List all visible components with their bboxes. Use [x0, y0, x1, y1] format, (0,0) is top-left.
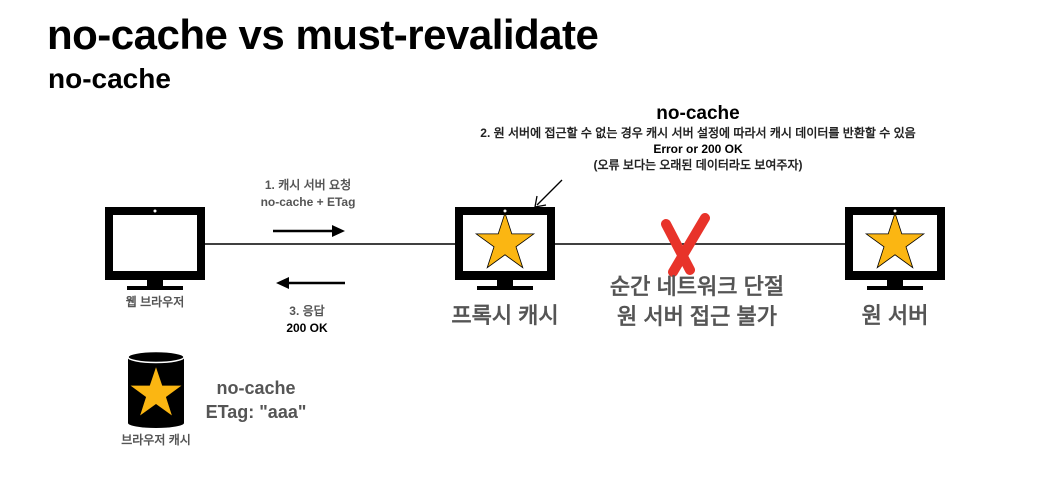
browser-label: 웹 브라우저 — [125, 295, 185, 309]
disconnect-cross-icon — [661, 213, 710, 277]
cache-info-line2: ETag: "aaa" — [205, 402, 307, 422]
proxy-note-line2: Error or 200 OK — [653, 142, 743, 156]
page-subtitle: no-cache — [48, 63, 171, 94]
browser-cache-label: 브라우저 캐시 — [121, 433, 191, 447]
browser-monitor-icon — [105, 207, 205, 290]
page-title: no-cache vs must-revalidate — [47, 11, 599, 58]
cache-info-line1: no-cache — [216, 378, 296, 398]
proxy-note-line1: 2. 원 서버에 접근할 수 없는 경우 캐시 서버 설정에 따라서 캐시 데이… — [480, 126, 916, 140]
request-label-line1: 1. 캐시 서버 요청 — [264, 178, 352, 192]
origin-star-icon — [864, 211, 926, 269]
proxy-note-title: no-cache — [656, 103, 740, 124]
request-arrow-icon — [273, 225, 345, 237]
response-label-line1: 3. 응답 — [289, 304, 325, 318]
proxy-label: 프록시 캐시 — [451, 303, 559, 328]
browser-cache-star-icon — [128, 364, 184, 418]
response-arrow-icon — [276, 277, 345, 289]
pointer-arrow-icon — [534, 179, 563, 208]
network-label-line2: 원 서버 접근 불가 — [616, 304, 778, 329]
request-label-line2: no-cache + ETag — [260, 195, 356, 209]
proxy-cache-star-icon — [474, 211, 536, 269]
proxy-note-line3: (오류 보다는 오래된 데이터라도 보여주자) — [593, 158, 803, 172]
origin-label: 원 서버 — [861, 303, 929, 328]
response-label-line2: 200 OK — [286, 321, 328, 335]
network-label-line1: 순간 네트워크 단절 — [609, 274, 785, 299]
